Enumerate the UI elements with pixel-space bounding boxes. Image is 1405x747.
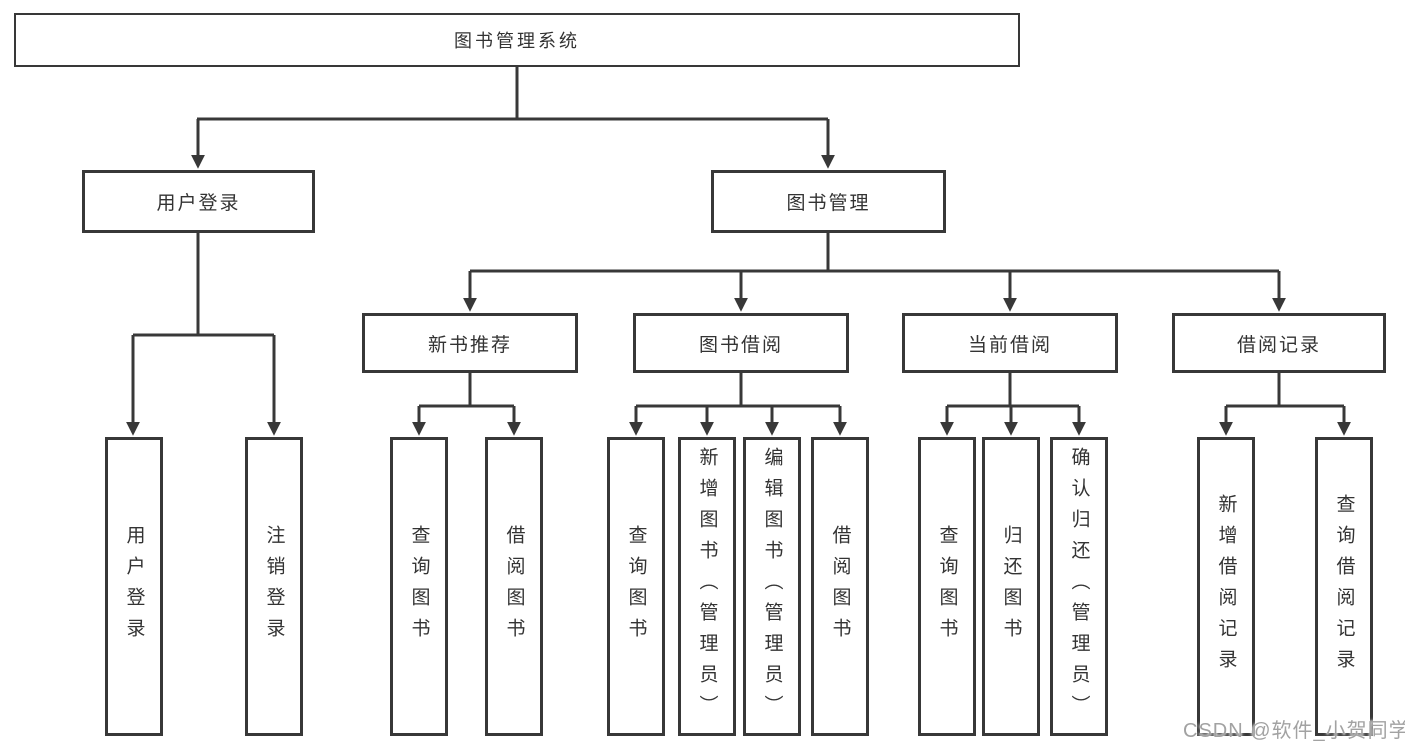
leaf-add-books-admin: 新增图书（管理员） (678, 437, 736, 736)
leaf-borrow-books-borrowing: 借阅图书 (811, 437, 869, 736)
node-label: 借阅记录 (1236, 334, 1321, 356)
leaf-query-books-current: 查询图书 (918, 437, 976, 736)
leaf-label: 归还图书 (1000, 524, 1022, 649)
node-label: 图书管理系统 (454, 31, 580, 51)
leaf-logout: 注销登录 (245, 437, 303, 736)
leaf-query-books-recommend: 查询图书 (390, 437, 448, 736)
leaf-query-books-borrowing: 查询图书 (607, 437, 665, 736)
leaf-label: 新增借阅记录 (1215, 493, 1237, 680)
leaf-confirm-return-admin: 确认归还（管理员） (1050, 437, 1108, 736)
csdn-watermark: CSDN @软件_小贺同学 (1183, 720, 1405, 742)
node-label: 图书管理 (786, 193, 871, 214)
leaf-label: 查询图书 (408, 524, 430, 649)
leaf-user-login: 用户登录 (105, 437, 163, 736)
leaf-label: 查询借阅记录 (1333, 493, 1355, 680)
leaf-edit-books-admin: 编辑图书（管理员） (743, 437, 801, 736)
node-library-management-system: 图书管理系统 (14, 13, 1020, 67)
node-label: 图书借阅 (698, 334, 783, 356)
leaf-label: 注销登录 (263, 524, 285, 649)
node-borrowing-records: 借阅记录 (1172, 313, 1386, 373)
leaf-label: 查询图书 (936, 524, 958, 649)
leaf-query-borrowing-record: 查询借阅记录 (1315, 437, 1373, 736)
leaf-label: 编辑图书（管理员） (761, 447, 783, 726)
leaf-label: 借阅图书 (829, 524, 851, 649)
node-current-borrowing: 当前借阅 (902, 313, 1118, 373)
leaf-borrow-books-recommend: 借阅图书 (485, 437, 543, 736)
leaf-label: 用户登录 (123, 524, 145, 649)
leaf-label: 新增图书（管理员） (696, 447, 718, 726)
node-label: 用户登录 (156, 193, 241, 214)
node-user-login: 用户登录 (82, 170, 315, 233)
leaf-add-borrowing-record: 新增借阅记录 (1197, 437, 1255, 736)
leaf-label: 查询图书 (625, 524, 647, 649)
leaf-return-books: 归还图书 (982, 437, 1040, 736)
node-label: 当前借阅 (967, 334, 1052, 356)
node-book-management: 图书管理 (711, 170, 946, 233)
node-book-borrowing: 图书借阅 (633, 313, 849, 373)
leaf-label: 借阅图书 (503, 524, 525, 649)
node-new-book-recommendation: 新书推荐 (362, 313, 578, 373)
connector-lines (126, 67, 1351, 436)
node-label: 新书推荐 (427, 334, 512, 356)
leaf-label: 确认归还（管理员） (1068, 447, 1090, 726)
